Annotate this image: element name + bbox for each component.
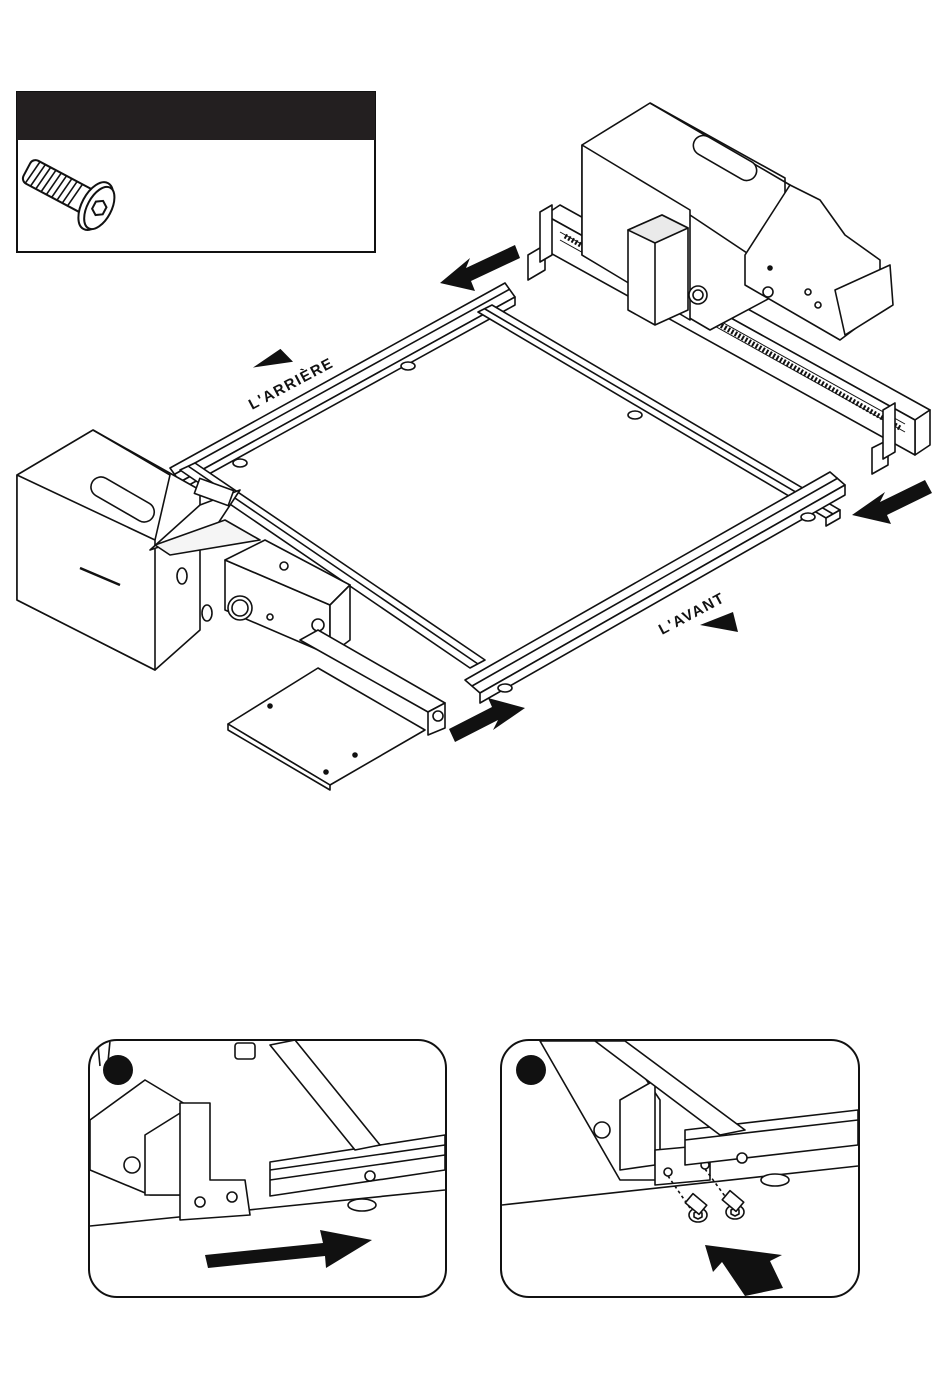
back-direction-triangle [253,344,295,375]
parts-box [15,92,375,252]
step-marker-icon [103,1055,133,1085]
arrow-right-bottom [449,698,525,742]
arrow-left-right [852,480,932,524]
front-rail [465,472,845,703]
detail-panel-1 [89,1040,446,1297]
detail-panel-2 [501,1040,859,1297]
right-enclosure [582,103,893,340]
parts-box-header [17,92,375,140]
arrow-left-top [440,245,520,291]
step-marker-icon [516,1055,546,1085]
back-rail [170,283,515,490]
